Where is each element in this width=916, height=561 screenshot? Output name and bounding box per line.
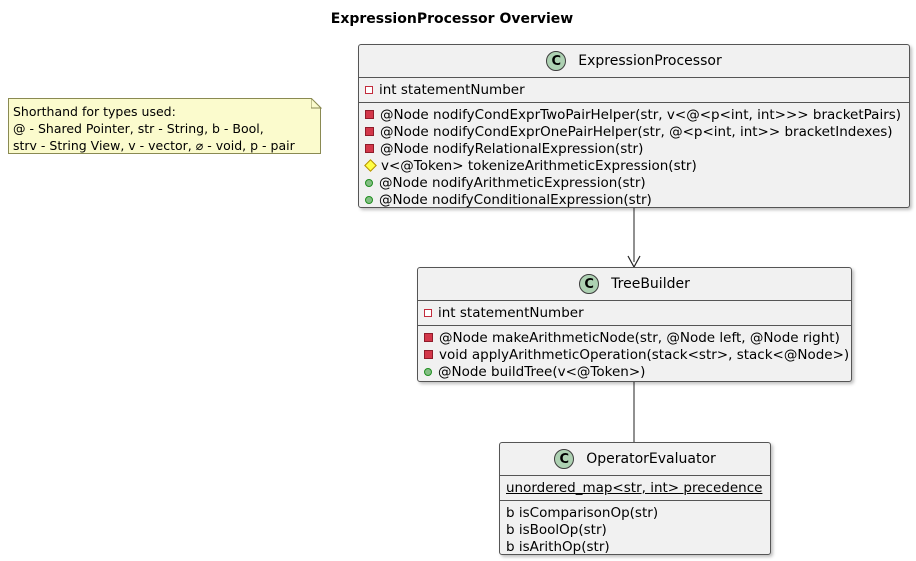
method-text: b isComparisonOp(str) [506, 504, 659, 521]
methods-section: b isComparisonOp(str) b isBoolOp(str) b … [500, 500, 770, 559]
method-row: @Node nodifyCondExprTwoPairHelper(str, v… [359, 106, 909, 123]
static-field-row: unordered_map<str, int> precedence [500, 479, 770, 496]
method-text: b isArithOp(str) [506, 538, 610, 555]
fields-section: unordered_map<str, int> precedence [500, 475, 770, 500]
note-fold-corner [311, 98, 322, 109]
method-text: @Node nodifyRelationalExpression(str) [380, 140, 644, 157]
public-method-icon [365, 178, 373, 187]
private-field-icon [424, 308, 432, 317]
class-name: ExpressionProcessor [578, 53, 722, 69]
note-line: Shorthand for types used: [13, 104, 176, 119]
class-c-icon: C [546, 51, 567, 71]
class-name: OperatorEvaluator [586, 451, 716, 467]
method-row: void applyArithmeticOperation(stack<str>… [418, 346, 851, 363]
note-line: @ - Shared Pointer, str - String, b - Bo… [13, 121, 264, 136]
method-text: @Node nodifyCondExprTwoPairHelper(str, v… [380, 106, 902, 123]
methods-section: @Node nodifyCondExprTwoPairHelper(str, v… [359, 102, 909, 212]
method-row: @Node buildTree(v<@Token>) [418, 363, 851, 380]
class-name: TreeBuilder [611, 276, 690, 292]
field-row: int statementNumber [359, 81, 909, 98]
method-text: @Node buildTree(v<@Token>) [438, 363, 646, 380]
method-row: @Node nodifyArithmeticExpression(str) [359, 174, 909, 191]
method-row: b isArithOp(str) [500, 538, 770, 555]
method-row: b isBoolOp(str) [500, 521, 770, 538]
class-c-icon: C [554, 449, 575, 469]
shorthand-note: Shorthand for types used: @ - Shared Poi… [8, 98, 321, 154]
method-text: @Node nodifyCondExprOnePairHelper(str, @… [380, 123, 893, 140]
diagram-title: ExpressionProcessor Overview [330, 11, 574, 27]
method-text: @Node nodifyConditionalExpression(str) [379, 191, 652, 208]
private-method-icon [424, 333, 433, 342]
private-method-icon [424, 350, 433, 359]
method-text: b isBoolOp(str) [506, 521, 607, 538]
class-header: C TreeBuilder [418, 268, 851, 300]
method-text: v<@Token> tokenizeArithmeticExpression(s… [381, 157, 697, 174]
public-method-icon [424, 367, 432, 376]
field-text: int statementNumber [379, 81, 525, 98]
class-treebuilder: C TreeBuilder int statementNumber @Node … [417, 267, 852, 382]
class-expressionprocessor: C ExpressionProcessor int statementNumbe… [358, 44, 910, 208]
class-header: C OperatorEvaluator [500, 443, 770, 475]
method-text: @Node nodifyArithmeticExpression(str) [379, 174, 646, 191]
methods-section: @Node makeArithmeticNode(str, @Node left… [418, 325, 851, 384]
protected-method-icon [364, 159, 377, 172]
fields-section: int statementNumber [418, 300, 851, 325]
method-text: void applyArithmeticOperation(stack<str>… [439, 346, 850, 363]
method-row: @Node nodifyConditionalExpression(str) [359, 191, 909, 208]
class-header: C ExpressionProcessor [359, 45, 909, 77]
field-row: int statementNumber [418, 304, 851, 321]
class-operatorevaluator: C OperatorEvaluator unordered_map<str, i… [499, 442, 771, 555]
method-text: @Node makeArithmeticNode(str, @Node left… [439, 329, 840, 346]
method-row: @Node makeArithmeticNode(str, @Node left… [418, 329, 851, 346]
fields-section: int statementNumber [359, 77, 909, 102]
method-row: @Node nodifyCondExprOnePairHelper(str, @… [359, 123, 909, 140]
field-text: int statementNumber [438, 304, 584, 321]
public-method-icon [365, 195, 373, 204]
class-c-icon: C [579, 274, 600, 294]
method-row: v<@Token> tokenizeArithmeticExpression(s… [359, 157, 909, 174]
method-row: b isComparisonOp(str) [500, 504, 770, 521]
private-field-icon [365, 85, 373, 94]
note-line: strv - String View, v - vector, ⌀ - void… [13, 138, 295, 153]
method-row: @Node nodifyRelationalExpression(str) [359, 140, 909, 157]
private-method-icon [365, 127, 374, 136]
private-method-icon [365, 110, 374, 119]
field-text: unordered_map<str, int> precedence [506, 479, 763, 496]
private-method-icon [365, 144, 374, 153]
